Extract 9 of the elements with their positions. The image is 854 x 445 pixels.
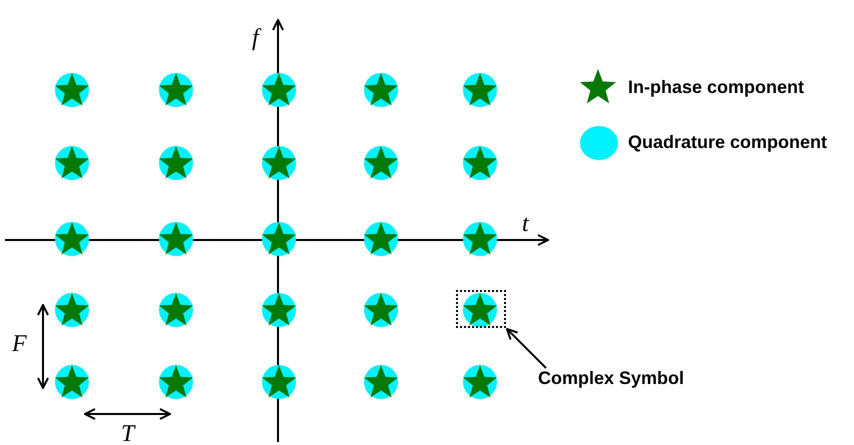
selection-box (456, 290, 506, 328)
callout-text: Complex Symbol (538, 368, 708, 392)
axis-label: T (121, 422, 134, 445)
legend-text: In-phase component (628, 78, 804, 96)
axis-label: F (12, 332, 27, 356)
legend-text: Quadrature component (628, 133, 828, 151)
axis-label: f (252, 26, 259, 50)
axis-label: t (522, 212, 529, 236)
leader-arrow (506, 328, 547, 369)
